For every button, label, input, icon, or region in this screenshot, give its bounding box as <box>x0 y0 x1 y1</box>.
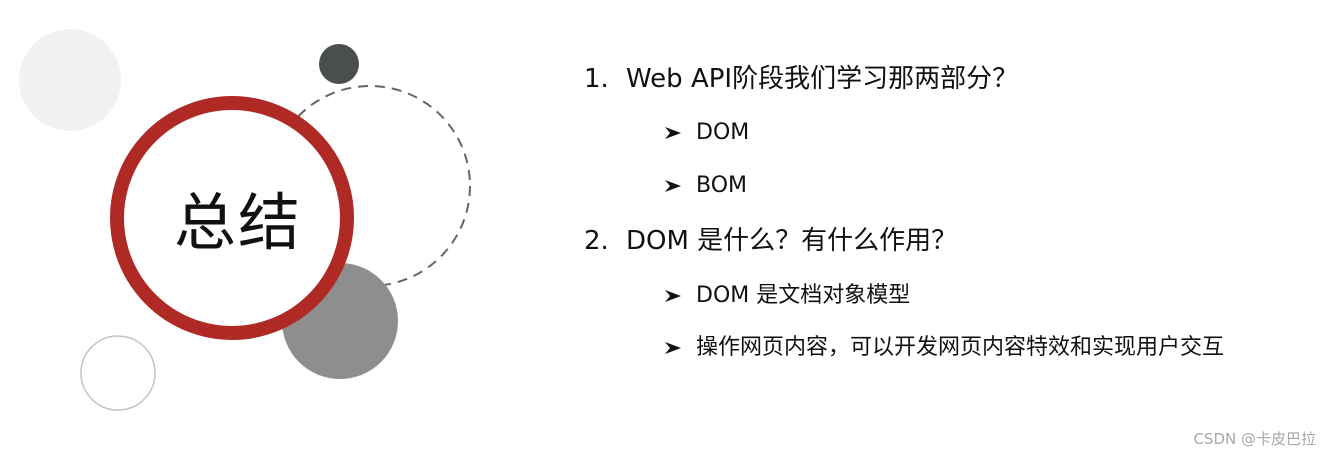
bullet-text: DOM <box>696 120 750 145</box>
question-text: Web API阶段我们学习那两部分？ <box>626 64 1019 94</box>
arrowhead-bullet-icon <box>665 127 681 139</box>
bullet-text: 操作网页内容，可以开发网页内容特效和实现用户交互 <box>696 335 1225 360</box>
arrowhead-bullet-icon <box>665 342 681 354</box>
title-ring <box>110 96 354 340</box>
dark-dot <box>319 44 359 84</box>
decorative-art: 总结 <box>0 0 560 458</box>
light-gray-disc <box>19 29 121 131</box>
arrowhead-bullet-icon <box>665 290 681 302</box>
bullet-text: BOM <box>696 173 748 198</box>
question-number: 1. <box>584 64 609 94</box>
watermark: CSDN @卡皮巴拉 <box>1193 430 1316 448</box>
decorative-circles <box>19 29 471 411</box>
question-1: 1. Web API阶段我们学习那两部分？ <box>584 62 1018 96</box>
question-text: DOM 是什么？有什么作用？ <box>626 226 958 256</box>
arrowhead-bullet-icon <box>665 180 681 192</box>
outline-ring <box>80 335 156 411</box>
question-number: 2. <box>584 226 609 256</box>
question-2: 2. DOM 是什么？有什么作用？ <box>584 224 957 258</box>
bullet-text: DOM 是文档对象模型 <box>696 283 911 308</box>
slide-title: 总结 <box>173 186 302 259</box>
